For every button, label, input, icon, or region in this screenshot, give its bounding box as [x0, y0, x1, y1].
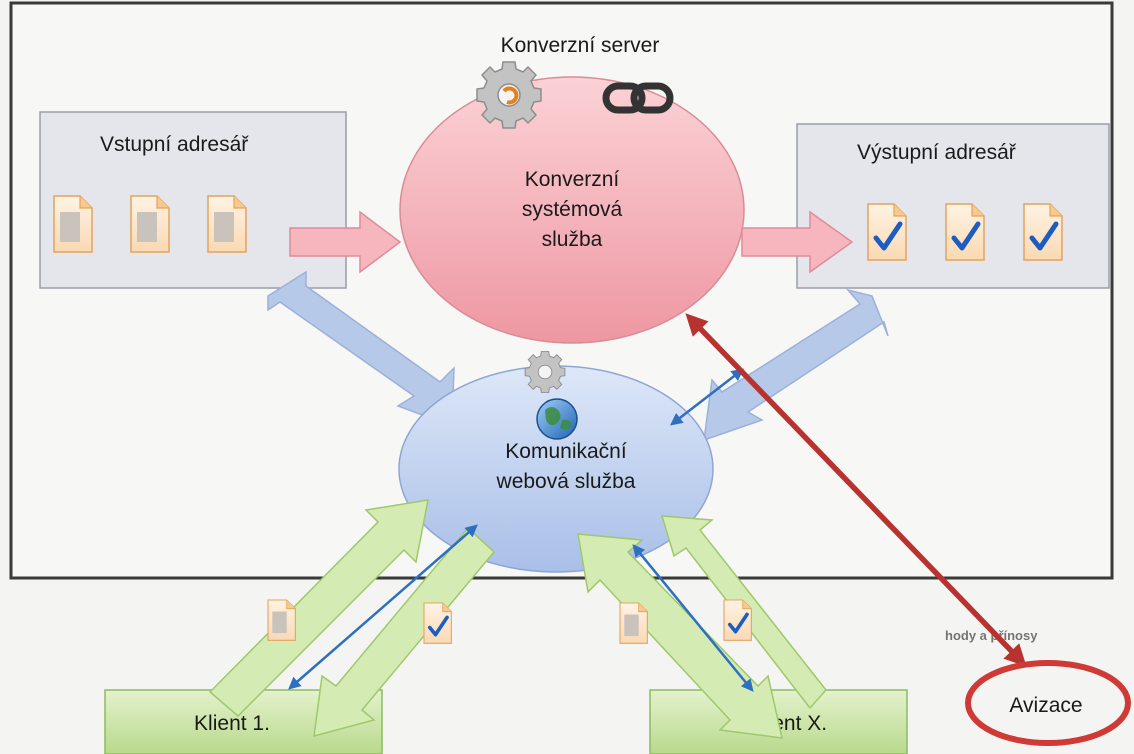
web-service: [398, 365, 714, 573]
output-directory-label: Výstupní adresář: [857, 141, 1017, 164]
document-icon: [53, 195, 93, 253]
conversion-service-line1: Konverzní: [525, 168, 620, 191]
converted-document-icon: [946, 204, 984, 260]
document-icon: [267, 599, 296, 641]
document-icon: [207, 195, 247, 253]
converted-document-icon: [868, 204, 906, 260]
globe-icon: [536, 398, 578, 440]
input-directory: Vstupní adresář: [39, 111, 347, 289]
chain-link-icon: [602, 82, 674, 114]
converted-document-icon: [1024, 204, 1062, 260]
web-service-line1: Komunikační: [505, 440, 627, 463]
gear-icon: [476, 61, 542, 129]
notification-arrow: [685, 313, 1027, 667]
document-icon: [130, 195, 170, 253]
conversion-service-line3: služba: [542, 228, 603, 251]
input-to-conversion-arrow: [289, 210, 402, 274]
client-1-link: [288, 524, 478, 690]
notification-ring: [965, 660, 1131, 746]
conversion-to-output-arrow: [741, 210, 854, 274]
conversion-service-line2: systémová: [522, 198, 623, 221]
web-service-line2: webová služba: [496, 470, 636, 493]
server-title: Konverzní server: [501, 34, 660, 57]
input-directory-label: Vstupní adresář: [100, 133, 249, 156]
gear-icon: [524, 351, 566, 393]
converted-document-icon: [422, 601, 454, 646]
client-1-label: Klient 1.: [194, 712, 270, 735]
notification-label: Avizace: [1009, 694, 1082, 717]
output-directory: Výstupní adresář: [796, 123, 1110, 289]
document-icon: [619, 602, 648, 644]
converted-document-icon: [722, 598, 754, 643]
conversion-service: [399, 76, 745, 344]
